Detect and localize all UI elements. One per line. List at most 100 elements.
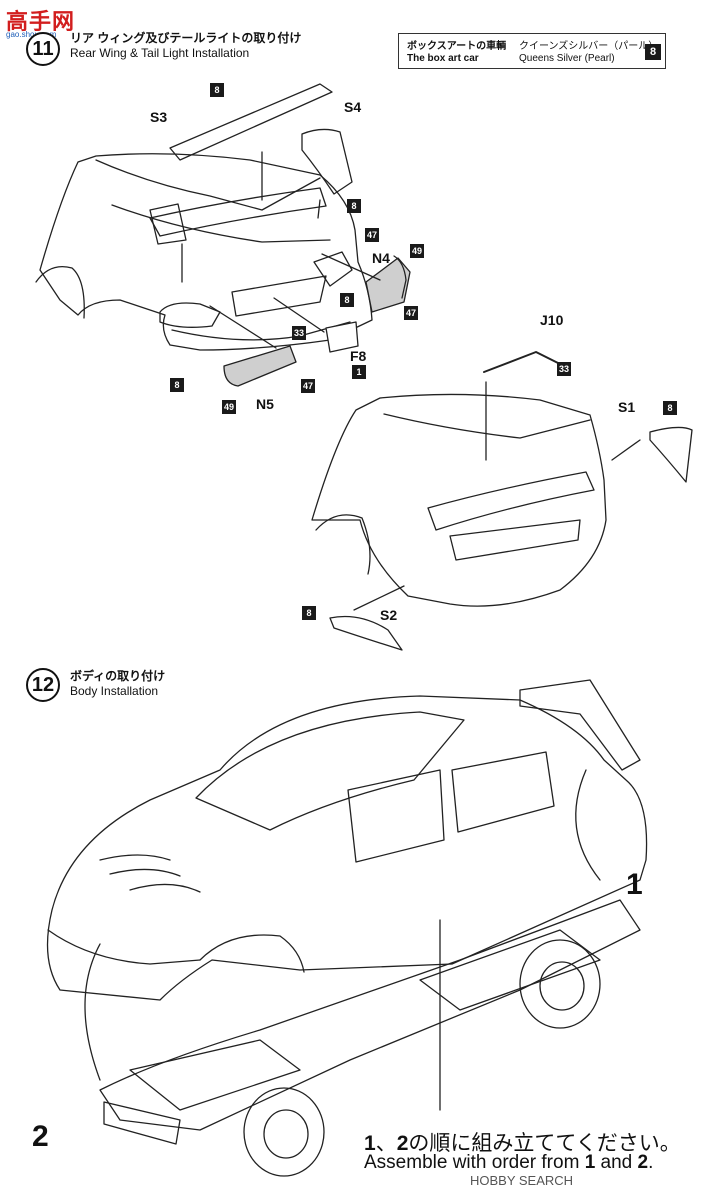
callout-s2: S2 <box>380 607 398 623</box>
box-art-color-number: 8 <box>645 44 661 60</box>
order-text-jp: の順に組み立ててください。 <box>408 1132 681 1155</box>
chassis-front-wheel-inner <box>264 1110 308 1158</box>
chassis-tub <box>100 900 640 1130</box>
chassis-interior <box>130 1040 300 1110</box>
step-12-number: 12 <box>31 673 55 696</box>
arrow-n4 <box>322 254 380 280</box>
arrow-n5 <box>210 306 276 348</box>
car-rear-wing-2 <box>428 472 594 530</box>
order-en-num-1: 1 <box>584 1152 596 1173</box>
step-12-title-en: Body Installation <box>70 684 159 698</box>
guide-line-front <box>85 944 100 1080</box>
tail-light-right-slot <box>314 252 352 286</box>
body-front-wheel-arch <box>200 935 304 972</box>
callout-n4: N4 <box>372 250 390 266</box>
paint-number: 1 <box>352 365 366 379</box>
car-rear-lights-2 <box>450 520 580 560</box>
step-11-badge: 11 <box>26 32 60 66</box>
car-rear-body-outline <box>40 154 372 350</box>
car-rear-wheel-2 <box>316 515 370 574</box>
body-hood-vents <box>100 855 200 892</box>
body-shell-outline <box>48 696 647 1000</box>
fin-s1 <box>650 427 692 482</box>
assembly-order-en: Assemble with order from 1 and 2. <box>364 1152 653 1174</box>
rear-wing-stand-s4 <box>302 129 352 194</box>
callout-s4: S4 <box>344 99 362 115</box>
site-watermark-logo: 高手网 <box>6 9 76 34</box>
order-sep: 、 <box>375 1132 397 1155</box>
wiper-j10 <box>484 352 560 372</box>
paint-number: 8 <box>347 199 361 213</box>
paint-number: 47 <box>404 306 418 320</box>
order-en-and: and <box>595 1152 638 1173</box>
paint-number: 8 <box>210 83 224 97</box>
rear-wing-stand-left <box>150 204 186 244</box>
paint-number: 47 <box>365 228 379 242</box>
arrow-s1 <box>612 440 640 460</box>
box-art-label-en: The box art car <box>407 53 479 64</box>
order-text-en: Assemble with order from <box>364 1152 585 1173</box>
step-11-title-jp: リア ウィング及びテールライトの取り付け <box>70 31 302 45</box>
car-rear-window-2 <box>384 414 590 438</box>
body-side-window-front <box>348 770 444 862</box>
callout-j10: J10 <box>540 312 564 328</box>
car-rear-window <box>96 160 320 210</box>
fin-s2 <box>330 617 402 651</box>
tail-light-n4 <box>366 258 410 312</box>
arrow-s2 <box>354 586 404 610</box>
arrow-f8 <box>274 298 324 332</box>
box-art-color-jp: クイーンズシルバー（パール） <box>519 41 659 52</box>
step-11-title-en: Rear Wing & Tail Light Installation <box>70 46 250 60</box>
step-12-badge: 12 <box>26 668 60 702</box>
license-plate-f8 <box>326 322 358 352</box>
chassis-rear-wheel-inner <box>540 962 584 1010</box>
callout-n5: N5 <box>256 396 274 412</box>
box-art-info: ボックスアートの車輌 The box art car クイーンズシルバー（パール… <box>398 33 666 69</box>
paint-number: 8 <box>340 293 354 307</box>
paint-number: 49 <box>222 400 236 414</box>
body-front-bumper <box>48 930 200 964</box>
chassis-rear-floor <box>420 930 600 1010</box>
order-en-num-2: 2 <box>637 1152 649 1173</box>
box-art-color-en: Queens Silver (Pearl) <box>519 53 615 64</box>
box-art-label-jp: ボックスアートの車輌 <box>407 41 507 52</box>
assembly-label-body: 1 <box>626 868 643 901</box>
paint-number: 47 <box>301 379 315 393</box>
tail-light-n4-lens <box>394 256 406 298</box>
order-num-1: 1 <box>364 1132 376 1155</box>
body-windshield <box>196 712 464 830</box>
step-12-title-jp: ボディの取り付け <box>70 669 166 683</box>
tail-light-center-slot <box>232 276 326 316</box>
car-rear-wheel-arch <box>36 267 84 318</box>
tail-light-left-slot <box>160 303 220 327</box>
footer-watermark: HOBBY SEARCH <box>470 1173 574 1188</box>
paint-number: 49 <box>410 244 424 258</box>
chassis-radiator <box>104 1102 180 1144</box>
paint-number: 8 <box>302 606 316 620</box>
callout-f8: F8 <box>350 348 367 364</box>
callout-s1: S1 <box>618 399 636 415</box>
rear-wing-s3 <box>170 84 332 160</box>
tail-light-n5 <box>224 346 296 386</box>
paint-number: 8 <box>663 401 677 415</box>
paint-number: 33 <box>557 362 571 376</box>
chassis-front-wheel-outer <box>244 1088 324 1176</box>
rear-wing-blade <box>150 188 326 236</box>
step-11-number: 11 <box>32 37 54 60</box>
arrow-s4 <box>318 200 320 218</box>
body-rear-wing <box>520 680 640 770</box>
body-side-window-rear <box>452 752 554 832</box>
car-rear-trunk-line <box>112 205 330 242</box>
order-num-2: 2 <box>396 1132 409 1155</box>
paint-number: 8 <box>170 378 184 392</box>
callout-s3: S3 <box>150 109 168 125</box>
car-rear-body-outline-2 <box>312 394 606 606</box>
chassis-rear-wheel-outer <box>520 940 600 1028</box>
assembly-order-jp: 1、2の順に組み立ててください。 <box>364 1127 681 1157</box>
order-en-end: . <box>648 1152 654 1173</box>
site-watermark-url: gao.shou.com <box>6 30 57 39</box>
paint-number: 33 <box>292 326 306 340</box>
assembly-label-chassis: 2 <box>32 1120 49 1153</box>
guide-line-rear <box>576 770 600 880</box>
